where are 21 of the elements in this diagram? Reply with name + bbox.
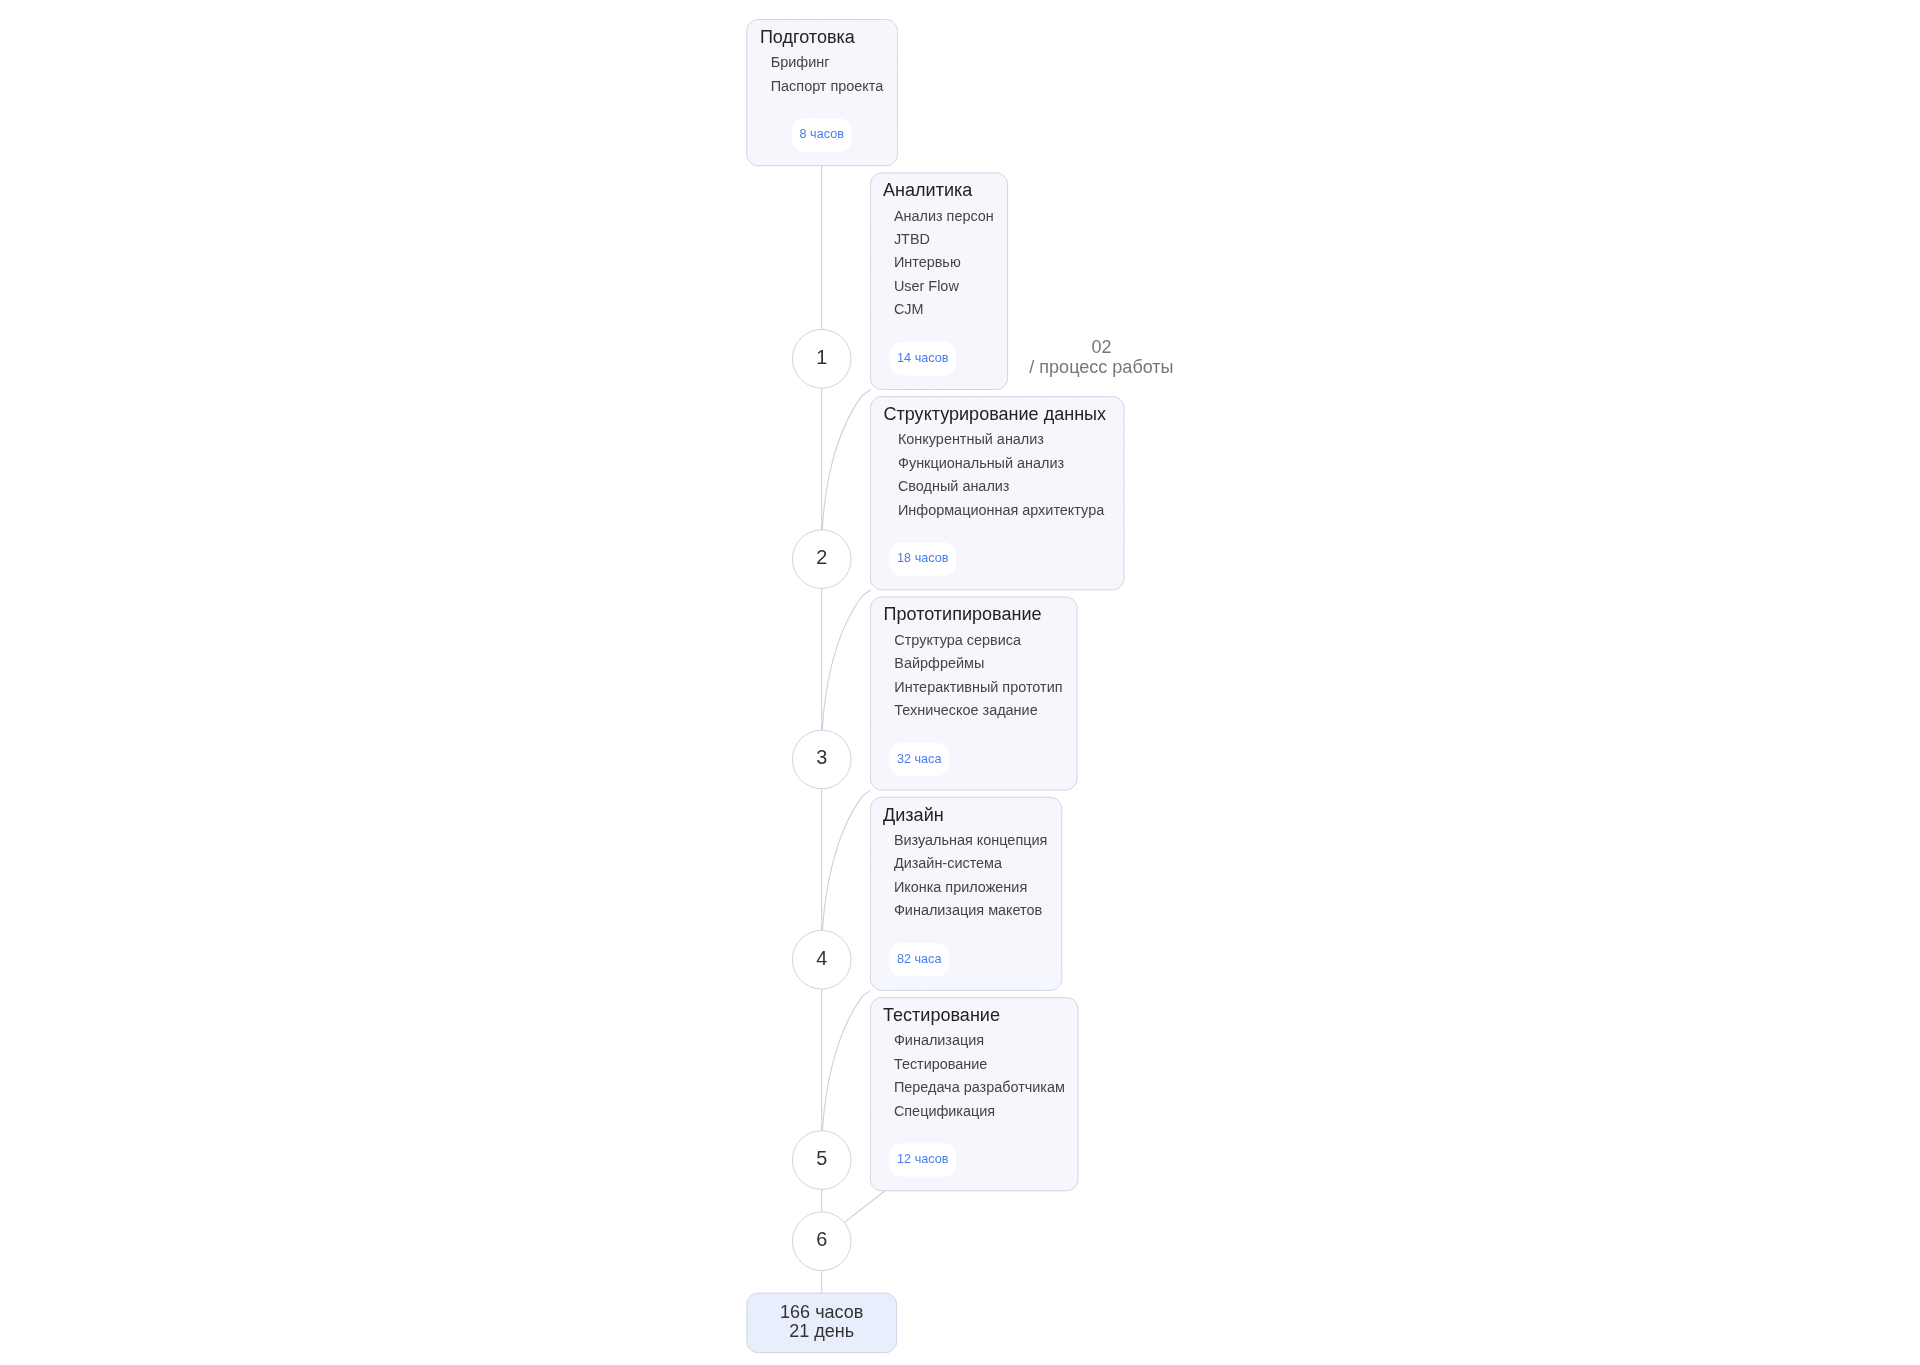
connector	[821, 587, 823, 731]
node-circle: 4	[791, 929, 852, 990]
connector	[821, 789, 872, 931]
node-circle: 5	[791, 1130, 852, 1190]
node-circle: 3	[791, 729, 852, 790]
label: / процесс работы	[1029, 357, 1174, 378]
connector	[821, 589, 872, 731]
connector	[821, 989, 872, 1132]
connector	[821, 788, 823, 931]
node-circle: 6	[791, 1211, 852, 1272]
node-circle: 2	[791, 529, 852, 589]
connector	[821, 1270, 823, 1294]
connector	[821, 165, 823, 330]
connector	[844, 1190, 886, 1223]
connector	[821, 388, 872, 531]
label: 02	[1091, 337, 1112, 358]
connector	[821, 1189, 823, 1213]
connector	[821, 988, 823, 1131]
node-circle: 1	[791, 329, 852, 389]
connector	[821, 387, 823, 531]
node-box: 166 часов 21 день	[746, 1292, 898, 1354]
